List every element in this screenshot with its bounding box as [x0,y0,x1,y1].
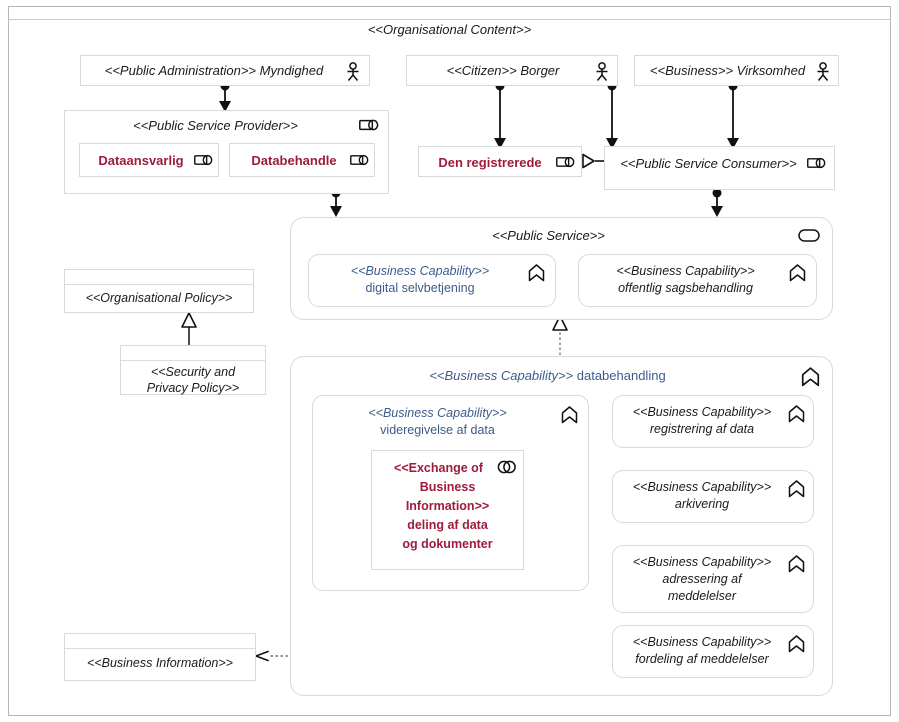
business-information-label: <<Business Information>> [87,656,233,670]
capability-databehandling-title: <<Business Capability>> databehandling [307,368,788,385]
capability-arkivering-name: arkivering [674,497,730,511]
capability-adressering-name-line1: adressering af [662,572,742,586]
capability-icon [801,367,820,387]
business-information-header-bar [65,634,255,649]
security-and-privacy-policy-label-line1: <<Security and [150,365,236,379]
capability-digital-selvbetjening[interactable]: <<Business Capability>> digital selvbetj… [308,254,556,307]
exchange-stereotype-line2: Business [419,480,476,494]
role-den-registrerede-label: Den registrerede [438,155,542,170]
capability-fordeling-name: fordeling af meddelelser [635,652,769,666]
business-information[interactable]: <<Business Information>> [64,633,256,681]
security-and-privacy-policy-header-bar [121,346,265,361]
organisational-policy-label: <<Organisational Policy>> [85,291,233,305]
capability-adressering-name-line2: meddelelser [667,589,737,603]
capability-adressering-af-meddelelser[interactable]: <<Business Capability>> adressering af m… [612,545,814,613]
capability-arkivering[interactable]: <<Business Capability>> arkivering [612,470,814,523]
exchange-name-line1: deling af data [407,518,488,532]
business-role-icon [194,154,213,166]
actor-icon [817,62,829,81]
actor-borger[interactable]: <<Citizen>> Borger [406,55,618,86]
security-and-privacy-policy[interactable]: <<Security and Privacy Policy>> [120,345,266,395]
actor-virksomhed[interactable]: <<Business>> Virksomhed [634,55,839,86]
capability-databehandling-stereotype: <<Business Capability>> [429,368,574,383]
security-and-privacy-policy-label-line2: Privacy Policy>> [146,381,240,395]
business-role-icon [556,156,575,168]
actor-virksomhed-stereotype: <<Business>> [649,63,734,78]
business-role-icon [350,154,369,166]
business-role-icon [807,157,826,169]
exchange-of-business-information[interactable]: <<Exchange of Business Information>> del… [371,450,524,570]
capability-icon [788,480,805,498]
capability-digital-selvbetjening-stereotype: <<Business Capability>> [350,264,490,278]
capability-videregivelse-af-data[interactable]: <<Business Capability>> videregivelse af… [312,395,589,591]
business-role-icon [359,119,379,131]
actor-borger-label: <<Citizen>> Borger [415,63,591,80]
capability-registrering-af-data[interactable]: <<Business Capability>> registrering af … [612,395,814,448]
organisational-policy-header-bar [65,270,253,285]
organisational-content-header-bar [8,6,891,20]
exchange-stereotype-line3: Information>> [405,499,490,513]
capability-icon [789,264,806,282]
capability-offentlig-sagsbehandling-stereotype: <<Business Capability>> [616,264,755,278]
actor-borger-name: Borger [520,63,560,78]
service-icon [798,229,820,242]
actor-virksomhed-label: <<Business>> Virksomhed [643,63,812,80]
capability-icon [788,405,805,423]
public-service-provider-title: <<Public Service Provider>> [133,118,298,133]
exchange-name-line2: og dokumenter [402,537,493,551]
actor-myndighed-name: Myndighed [259,63,324,78]
public-service-provider-container[interactable]: <<Public Service Provider>> Dataansvarli… [64,110,389,194]
role-databehandle[interactable]: Databehandle [229,143,375,177]
actor-myndighed-label: <<Public Administration>> Myndighed [89,63,339,80]
actor-myndighed-stereotype: <<Public Administration>> [104,63,257,78]
public-service-consumer[interactable]: <<Public Service Consumer>> [604,146,835,190]
capability-registrering-name: registrering af data [649,422,755,436]
actor-icon [347,62,359,81]
role-dataansvarlig[interactable]: Dataansvarlig [79,143,219,177]
capability-offentlig-sagsbehandling[interactable]: <<Business Capability>> offentlig sagsbe… [578,254,817,307]
capability-icon [788,555,805,573]
capability-fordeling-stereotype: <<Business Capability>> [632,635,772,649]
public-service-title: <<Public Service>> [492,228,605,243]
role-dataansvarlig-label: Dataansvarlig [98,153,184,168]
capability-digital-selvbetjening-name: digital selvbetjening [365,281,475,295]
capability-videregivelse-stereotype: <<Business Capability>> [368,406,507,420]
interaction-icon [497,460,516,474]
role-databehandle-label: Databehandle [251,153,337,168]
capability-videregivelse-name: videregivelse af data [380,423,495,437]
exchange-stereotype-line1: <<Exchange of [394,461,483,475]
public-service-consumer-label: <<Public Service Consumer>> [620,156,797,171]
capability-databehandling-container[interactable]: <<Business Capability>> databehandling <… [290,356,833,696]
capability-fordeling-af-meddelelser[interactable]: <<Business Capability>> fordeling af med… [612,625,814,678]
actor-myndighed[interactable]: <<Public Administration>> Myndighed [80,55,370,86]
capability-offentlig-sagsbehandling-name: offentlig sagsbehandling [618,281,753,295]
capability-databehandling-name: databehandling [576,368,666,383]
capability-icon [528,264,545,282]
public-service-container[interactable]: <<Public Service>> <<Business Capability… [290,217,833,320]
capability-registrering-stereotype: <<Business Capability>> [632,405,772,419]
capability-adressering-stereotype: <<Business Capability>> [632,555,772,569]
actor-virksomhed-name: Virksomhed [736,63,806,78]
capability-icon [788,635,805,653]
role-den-registrerede[interactable]: Den registrerede [418,146,582,177]
actor-icon [596,62,608,81]
capability-arkivering-stereotype: <<Business Capability>> [632,480,772,494]
actor-borger-stereotype: <<Citizen>> [446,63,517,78]
organisational-policy[interactable]: <<Organisational Policy>> [64,269,254,313]
capability-icon [561,406,578,424]
